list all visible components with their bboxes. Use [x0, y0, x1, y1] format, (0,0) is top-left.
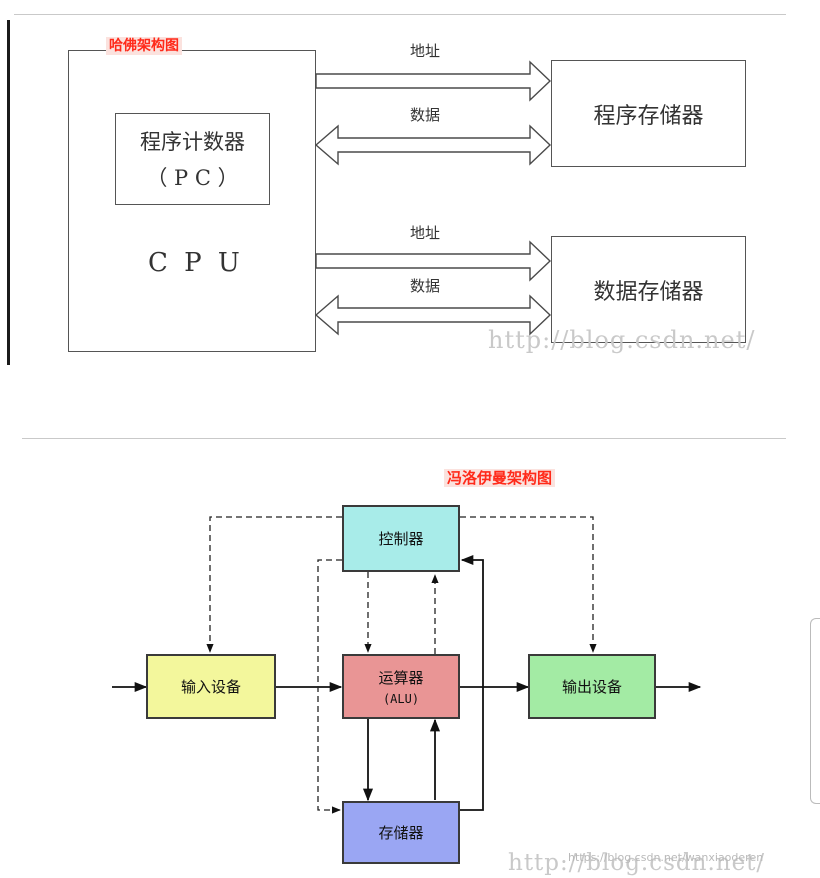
data-bus-arrow-2 — [314, 294, 552, 336]
csdn-watermark-small: https://blog.csdn.net/wanxiaoderen — [568, 851, 764, 864]
alu-sublabel: (ALU) — [382, 692, 420, 706]
data-label-1: 数据 — [410, 106, 441, 124]
address-bus-arrow-1 — [315, 60, 552, 102]
pc-box: 程序计数器 （ P C ） — [115, 113, 270, 205]
top-divider — [14, 14, 786, 15]
alu-label: 运算器 — [378, 669, 424, 687]
control-to-memory-line — [317, 559, 342, 814]
left-edge-bar — [7, 20, 10, 365]
controller-box: 控制器 — [342, 505, 460, 572]
controller-label: 控制器 — [378, 530, 424, 548]
memory-label: 存储器 — [378, 824, 424, 842]
address-label-2: 地址 — [410, 224, 441, 242]
data-memory-label: 数据存储器 — [593, 279, 704, 305]
harvard-watermark: http://blog.csdn.net/ — [488, 326, 756, 354]
program-memory-label: 程序存储器 — [593, 103, 704, 129]
von-neumann-title-tag: 冯洛伊曼架构图 — [444, 469, 556, 487]
control-to-output-line — [460, 516, 597, 653]
alu-box: 运算器 (ALU) — [342, 654, 460, 719]
data-memory-box: 数据存储器 — [551, 236, 746, 343]
data-bus-arrow-1 — [314, 124, 552, 166]
input-device-label: 输入设备 — [180, 678, 241, 696]
address-bus-arrow-2 — [315, 240, 552, 282]
page-scrollbar[interactable] — [810, 618, 820, 804]
pc-label: 程序计数器 — [140, 130, 245, 154]
middle-divider — [22, 438, 786, 439]
memory-to-controller-arrow — [460, 554, 484, 811]
memory-box: 存储器 — [342, 801, 460, 864]
cpu-label: C P U — [148, 248, 244, 278]
harvard-title-tag: 哈佛架构图 — [106, 37, 182, 55]
control-to-input-line — [206, 516, 342, 653]
output-device-label: 输出设备 — [561, 678, 622, 696]
von-neumann-watermark: http://blog.csdn.net/ — [508, 850, 766, 876]
cpu-box — [68, 50, 316, 352]
address-label-1: 地址 — [410, 42, 441, 60]
program-memory-box: 程序存储器 — [551, 60, 746, 167]
data-label-2: 数据 — [410, 277, 441, 295]
input-device-box: 输入设备 — [146, 654, 276, 719]
pc-abbrev: （ P C ） — [146, 166, 239, 190]
output-device-box: 输出设备 — [528, 654, 656, 719]
